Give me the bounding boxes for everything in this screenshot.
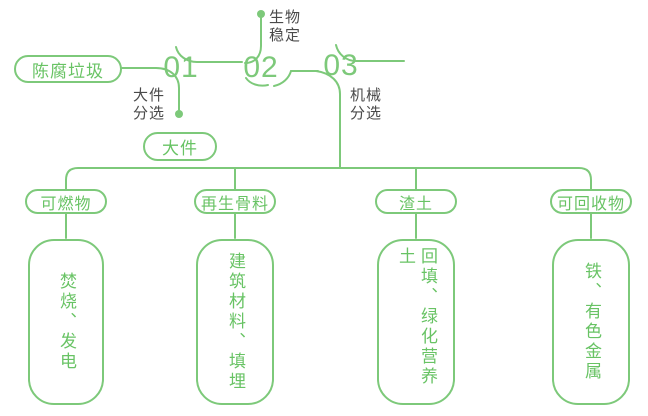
result-box-recyclable: 铁、有色金属: [552, 239, 630, 405]
category-pill-recycled-aggregate: 再生骨料: [194, 189, 276, 214]
result-text: 焚烧、发电: [57, 272, 76, 372]
output-pill-bulky: 大件: [143, 132, 217, 161]
category-pill-combustible: 可燃物: [25, 189, 107, 214]
result-box-combustible: 焚烧、发电: [28, 239, 104, 405]
node-dot-bio: [257, 10, 265, 18]
source-pill: 陈腐垃圾: [14, 55, 122, 83]
category-label: 可燃物: [40, 195, 92, 213]
edge-01-drop: [155, 67, 180, 111]
step-number-01: 01: [163, 51, 199, 84]
step-number-02: 02: [243, 51, 279, 84]
edge-03-exit: [335, 44, 405, 62]
category-label: 渣土: [398, 195, 433, 213]
distribution-line: [65, 167, 592, 190]
category-pill-slag: 渣土: [375, 189, 457, 214]
result-box-recycled-aggregate: 建筑材料、填埋: [196, 239, 274, 405]
edge-02-to-03: [273, 70, 319, 87]
step-label-mechanical-sorting: 机械 分选: [350, 87, 383, 122]
step-label-bulky-sorting: 大件 分选: [133, 87, 166, 122]
edge-02-underarc: [245, 77, 269, 87]
node-dot-bulky: [175, 110, 183, 118]
category-pill-recyclable: 可回收物: [550, 189, 632, 214]
result-text: 回填、绿化营养土: [396, 247, 437, 387]
result-text: 建筑材料、填埋: [226, 252, 245, 392]
step-number-03: 03: [323, 49, 359, 82]
edge-03-drop: [315, 70, 341, 169]
step-label-bio-stabilization: 生物 稳定: [269, 9, 302, 44]
output-pill-bulky-label: 大件: [162, 139, 198, 158]
edge-01-to-02: [175, 46, 243, 63]
result-text: 铁、有色金属: [582, 262, 601, 382]
category-label: 可回收物: [556, 195, 625, 213]
source-pill-label: 陈腐垃圾: [32, 61, 104, 81]
category-label: 再生骨料: [200, 195, 269, 213]
result-box-slag: 回填、绿化营养土: [377, 239, 455, 405]
edge-02-up: [244, 17, 262, 64]
